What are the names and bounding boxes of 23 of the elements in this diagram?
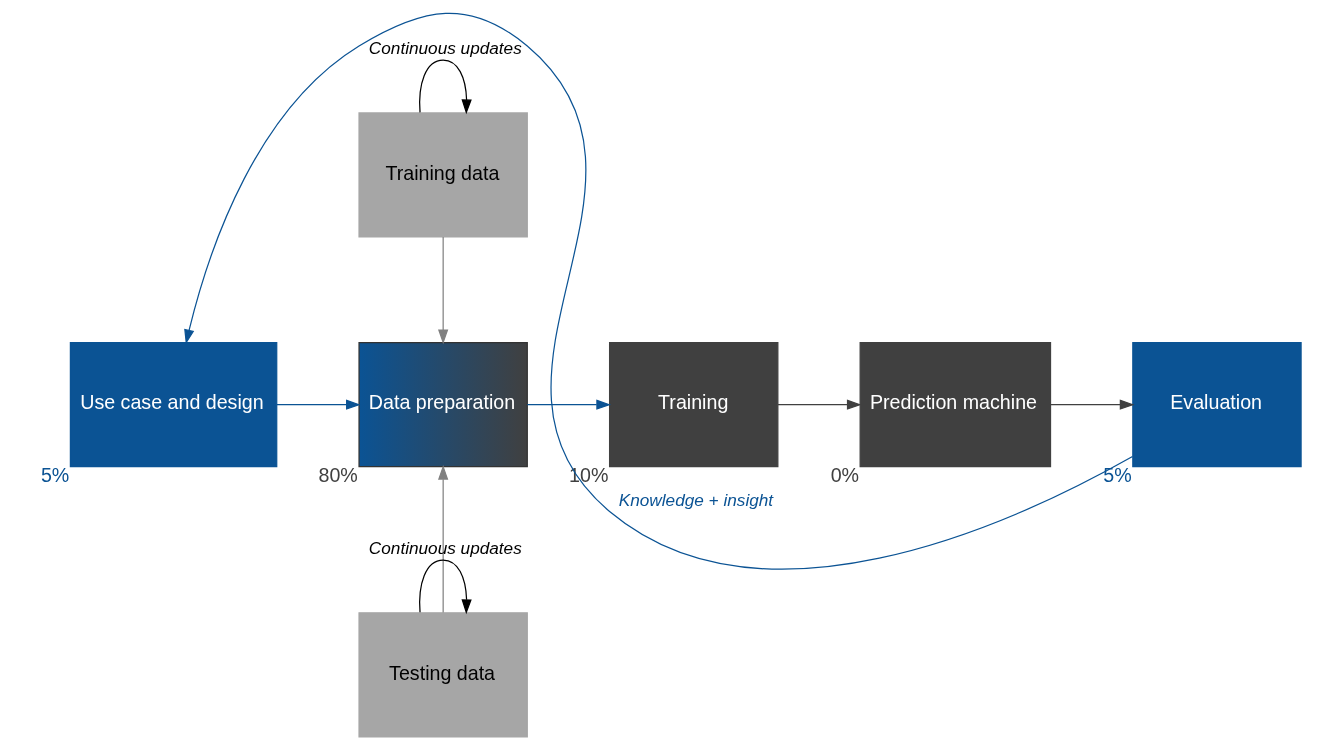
edge-label: Knowledge + insight	[618, 489, 774, 510]
arrow	[777, 399, 862, 410]
node-label: 5%	[1103, 464, 1132, 487]
node-box: Use case and design	[69, 342, 278, 468]
node-box: Data preparation	[358, 342, 528, 468]
arrow	[276, 399, 361, 410]
node-box: Prediction machine	[859, 342, 1052, 468]
node-label: 5%	[40, 464, 70, 487]
node-label: 0%	[830, 464, 860, 487]
node-box: Training data	[358, 112, 528, 238]
edge-label: Continuous updates	[368, 538, 522, 559]
arrow	[1050, 399, 1135, 410]
arrow	[184, 12, 1134, 570]
arrow	[419, 559, 472, 615]
arrow	[438, 464, 449, 614]
node-label: 80%	[318, 464, 358, 487]
node-box: Training	[608, 342, 779, 468]
arrow	[438, 236, 449, 345]
node-box: Evaluation	[1132, 342, 1302, 468]
arrow	[526, 399, 612, 410]
node-box: Testing data	[358, 612, 528, 738]
arrow	[419, 59, 472, 115]
edge-label: Continuous updates	[368, 38, 522, 59]
